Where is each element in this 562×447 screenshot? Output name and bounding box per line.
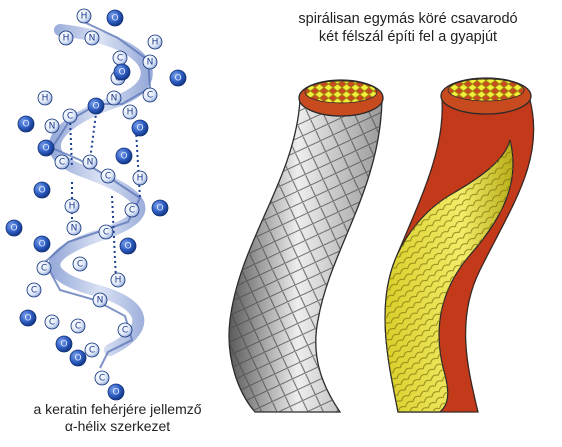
atoms: HOHNCHONCCOHNOOCHONOCNOCHOHCOONCOOCCHCNO… [6,9,186,400]
carbon-atom-label: C [117,54,123,64]
carbon-atom-label: C [75,322,81,332]
oxygen-atom-label: O [136,124,143,134]
hydrogen-atom-label: H [42,94,49,104]
oxygen-atom-label: O [124,242,131,252]
oxygen-atom-label: O [38,186,45,196]
nitrogen-atom-label: N [49,122,56,132]
oxygen-atom-label: O [10,224,17,234]
carbon-atom-label: C [105,172,111,182]
carbon-atom-label: C [77,260,83,270]
oxygen-atom-label: O [42,144,49,154]
oxygen-atom-label: O [120,152,127,162]
carbon-atom-label: C [103,228,109,238]
hydrogen-atom-label: H [69,202,76,212]
carbon-atom-label: C [122,326,128,336]
hydrogen-atom-label: H [81,12,88,22]
nitrogen-atom-label: N [111,94,118,104]
oxygen-atom-label: O [74,354,81,364]
nitrogen-atom-label: N [89,34,96,44]
hydrogen-atom-label: H [137,174,144,184]
wool-fiber-right [385,78,534,412]
carbon-atom-label: C [41,264,47,274]
nitrogen-atom-label: N [87,158,94,168]
hydrogen-atom-label: H [127,108,134,118]
oxygen-atom-label: O [22,120,29,130]
carbon-atom-label: C [67,112,73,122]
nitrogen-atom-label: N [71,224,78,234]
oxygen-atom-label: O [118,68,125,78]
carbon-atom-label: C [129,206,135,216]
nitrogen-atom-label: N [147,58,154,68]
oxygen-atom-label: O [111,14,118,24]
hydrogen-atom-label: H [63,34,70,44]
oxygen-atom-label: O [92,102,99,112]
wool-fiber-left [229,80,383,412]
oxygen-atom-label: O [60,340,67,350]
hydrogen-atom-label: H [152,38,159,48]
nitrogen-atom-label: N [97,296,104,306]
oxygen-atom-label: O [38,240,45,250]
oxygen-atom-label: O [24,314,31,324]
carbon-atom-label: C [49,318,55,328]
carbon-atom-label: C [59,158,65,168]
oxygen-atom-label: O [174,74,181,84]
oxygen-atom-label: O [112,388,119,398]
hydrogen-atom-label: H [115,276,122,286]
carbon-atom-label: C [31,286,37,296]
carbon-atom-label: C [89,346,95,356]
carbon-atom-label: C [99,374,105,384]
oxygen-atom-label: O [156,204,163,214]
carbon-atom-label: C [147,91,153,101]
